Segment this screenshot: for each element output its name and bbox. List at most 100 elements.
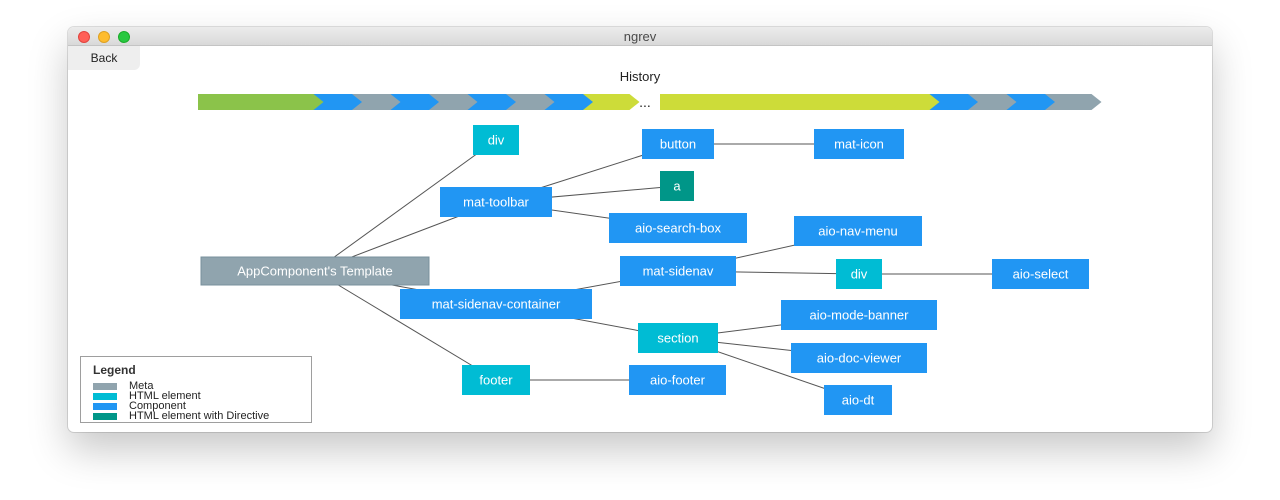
legend-swatch-html-element-with-directive (93, 413, 117, 420)
history-step-right-3[interactable] (737, 94, 794, 110)
node-box-navmenu[interactable] (794, 216, 922, 246)
node-label-div1: div (488, 133, 505, 148)
zoom-window-button[interactable] (118, 31, 130, 43)
node-section[interactable]: section (638, 323, 718, 353)
node-box-dt[interactable] (824, 385, 892, 415)
node-footer[interactable]: footer (462, 365, 530, 395)
node-a[interactable]: a (660, 171, 694, 201)
history-step-right-6[interactable] (852, 94, 910, 110)
node-box-icon[interactable] (814, 129, 904, 159)
node-label-container: mat-sidenav-container (432, 297, 561, 312)
minimize-window-button[interactable] (98, 31, 110, 43)
node-label-div2: div (851, 267, 868, 282)
node-sidenav[interactable]: mat-sidenav (620, 256, 736, 286)
edge-root-div1 (314, 139, 497, 272)
node-icon[interactable]: mat-icon (814, 129, 904, 159)
node-label-icon: mat-icon (834, 137, 884, 152)
legend: Legend Meta HTML element Component HTML … (80, 356, 312, 423)
history-step-left-4[interactable] (313, 94, 371, 110)
history-step-left-11[interactable] (583, 94, 640, 110)
node-label-aiofooter: aio-footer (650, 373, 706, 388)
close-window-button[interactable] (78, 31, 90, 43)
history-step-right-7[interactable] (891, 94, 948, 110)
node-box-root[interactable] (200, 256, 430, 286)
node-label-toolbar: mat-toolbar (463, 195, 529, 210)
node-label-sidenav: mat-sidenav (643, 264, 714, 279)
history-step-right-5[interactable] (814, 94, 871, 110)
history-step-left-6[interactable] (390, 94, 448, 110)
back-button[interactable]: Back (68, 46, 140, 70)
node-box-banner[interactable] (781, 300, 937, 330)
node-banner[interactable]: aio-mode-banner (781, 300, 937, 330)
window-title: ngrev (623, 29, 657, 44)
node-search[interactable]: aio-search-box (609, 213, 747, 243)
node-toolbar[interactable]: mat-toolbar (440, 187, 552, 217)
node-box-search[interactable] (609, 213, 747, 243)
history-step-left-3[interactable] (275, 94, 332, 110)
node-label-search: aio-search-box (635, 221, 721, 236)
node-label-footer: footer (479, 373, 513, 388)
node-label-select: aio-select (1013, 267, 1069, 282)
node-root[interactable]: AppComponent's Template (200, 256, 430, 286)
graph-nodes: AppComponent's Template div mat-toolbar but… (200, 125, 1089, 415)
node-aiofooter[interactable]: aio-footer (629, 365, 726, 395)
node-button[interactable]: button (642, 129, 714, 159)
history-step-left-5[interactable] (352, 94, 409, 110)
node-box-select[interactable] (992, 259, 1089, 289)
history-step-left-1[interactable] (198, 94, 255, 110)
node-box-footer[interactable] (462, 365, 530, 395)
graph-canvas: ... AppComponent's Template div mat-toolba… (198, 94, 1102, 415)
history-step-left-8[interactable] (467, 94, 525, 110)
history-step-left-7[interactable] (429, 94, 486, 110)
title-bar: ngrev (68, 27, 1212, 46)
node-box-toolbar[interactable] (440, 187, 552, 217)
history-step-right-1[interactable] (660, 94, 717, 110)
history-step-right-11[interactable] (1045, 94, 1102, 110)
node-box-container[interactable] (400, 289, 592, 319)
history-step-left-10[interactable] (544, 94, 602, 110)
legend-label: HTML element with Directive (129, 410, 270, 422)
app-window: ngrev Back History ... AppComponent's Te… (68, 27, 1212, 432)
node-div1[interactable]: div (473, 125, 519, 155)
node-label-dt: aio-dt (842, 393, 875, 408)
history-ellipsis: ... (639, 94, 651, 110)
edge-root-footer (314, 270, 497, 381)
history-step-left-9[interactable] (506, 94, 563, 110)
history-step-left-2[interactable] (236, 94, 294, 110)
node-div2[interactable]: div (836, 259, 882, 289)
history-step-right-4[interactable] (775, 94, 833, 110)
history-label: History (619, 69, 661, 84)
node-label-button: button (660, 137, 696, 152)
legend-title: Legend (93, 363, 136, 377)
legend-label: Component (129, 400, 186, 412)
node-box-aiofooter[interactable] (629, 365, 726, 395)
node-navmenu[interactable]: aio-nav-menu (794, 216, 922, 246)
history-step-right-9[interactable] (968, 94, 1025, 110)
node-box-div1[interactable] (473, 125, 519, 155)
history-step-right-8[interactable] (929, 94, 987, 110)
node-label-root: AppComponent's Template (237, 264, 392, 279)
legend-swatch-meta (93, 383, 117, 390)
history-step-right-2[interactable] (698, 94, 756, 110)
node-label-a: a (673, 179, 681, 194)
node-box-div2[interactable] (836, 259, 882, 289)
legend-swatch-html-element (93, 393, 117, 400)
node-box-a[interactable] (660, 171, 694, 201)
node-label-docviewer: aio-doc-viewer (817, 351, 902, 366)
node-box-docviewer[interactable] (791, 343, 927, 373)
history-bar: ... (198, 94, 1102, 110)
legend-swatch-component (93, 403, 117, 410)
legend-label: HTML element (129, 390, 201, 402)
node-box-button[interactable] (642, 129, 714, 159)
node-label-navmenu: aio-nav-menu (818, 224, 898, 239)
legend-label: Meta (129, 380, 154, 392)
node-label-section: section (657, 331, 698, 346)
node-box-sidenav[interactable] (620, 256, 736, 286)
node-dt[interactable]: aio-dt (824, 385, 892, 415)
history-step-right-10[interactable] (1006, 94, 1064, 110)
node-container[interactable]: mat-sidenav-container (400, 289, 592, 319)
node-select[interactable]: aio-select (992, 259, 1089, 289)
node-label-banner: aio-mode-banner (809, 308, 909, 323)
node-docviewer[interactable]: aio-doc-viewer (791, 343, 927, 373)
node-box-section[interactable] (638, 323, 718, 353)
